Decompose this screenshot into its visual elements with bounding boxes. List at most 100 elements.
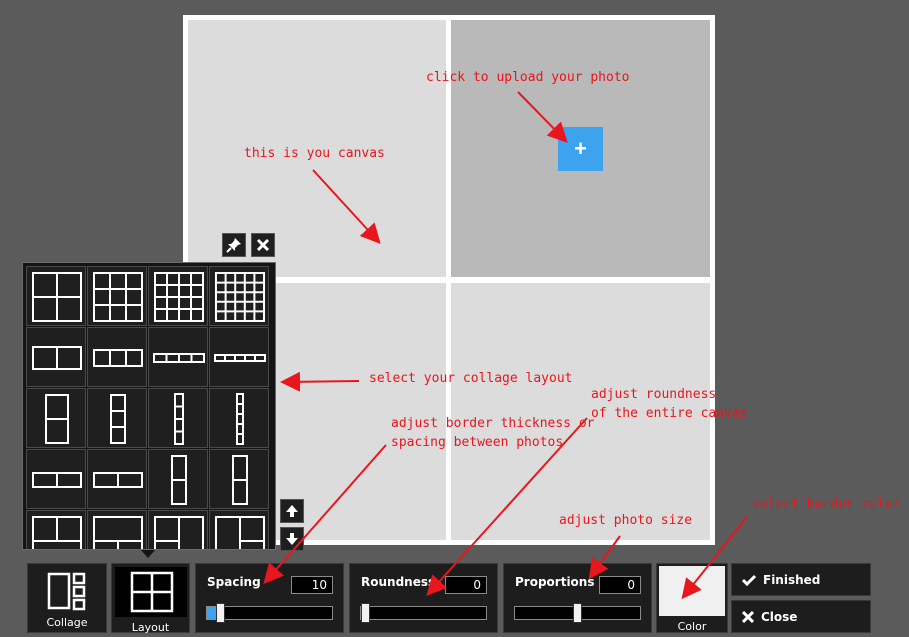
spacing-label: Spacing: [207, 575, 261, 589]
plus-icon: +: [574, 136, 587, 161]
layout-wide-2-icon: [32, 472, 82, 488]
layout-right-2-icon: [215, 516, 265, 549]
annotation-canvas: this is you canvas: [244, 146, 385, 161]
arrow-canvas: [312, 169, 381, 244]
arrow-color: [681, 516, 748, 600]
layout-1x2-option[interactable]: [26, 388, 86, 448]
arrow-spacing: [263, 444, 387, 584]
layout-panel: [22, 262, 276, 550]
spacing-value[interactable]: 10: [291, 576, 333, 594]
proportions-label: Proportions: [515, 575, 595, 589]
layout-1x4-option[interactable]: [148, 388, 208, 448]
layout-grid-icon: [130, 571, 174, 613]
layout-1x3-icon: [110, 394, 126, 444]
toolbar: Collage Layout Spacing 10 Roundness 0 Pr…: [0, 559, 909, 637]
layout-top-1-option[interactable]: [87, 510, 147, 549]
arrow-up-icon: [286, 505, 298, 517]
layout-5x1-icon: [214, 354, 266, 362]
layout-3x3-option[interactable]: [87, 266, 147, 326]
spacing-slider-fill: [207, 607, 218, 619]
layout-4x1-icon: [153, 353, 205, 363]
layout-wide-2b-option[interactable]: [87, 449, 147, 509]
layout-5x1-option[interactable]: [209, 327, 269, 387]
annotation-proportions: adjust photo size: [559, 513, 693, 528]
layout-5x5-icon: [215, 272, 265, 322]
layout-4x4-option[interactable]: [148, 266, 208, 326]
annotation-roundness-1: adjust roundness: [591, 387, 717, 402]
finished-label: Finished: [763, 572, 821, 587]
proportions-slider[interactable]: [514, 603, 641, 623]
roundness-value[interactable]: 0: [445, 576, 487, 594]
spacing-slider[interactable]: [206, 603, 333, 623]
collage-label: Collage: [46, 616, 88, 629]
photo-cell-4[interactable]: [451, 283, 710, 540]
proportions-slider-thumb[interactable]: [573, 603, 582, 623]
collage-tool-button[interactable]: Collage: [27, 563, 107, 633]
layout-tool-preview: [115, 567, 187, 617]
layout-2x2-icon: [32, 272, 82, 322]
layout-1x5-icon: [236, 393, 244, 445]
pin-icon: [226, 238, 241, 253]
layout-top-1-icon: [93, 516, 143, 549]
collage-canvas: [183, 15, 715, 545]
layout-right-2-option[interactable]: [209, 510, 269, 549]
layout-top-2-option[interactable]: [26, 510, 86, 549]
annotation-layout: select your collage layout: [369, 371, 573, 386]
layout-1x3-option[interactable]: [87, 388, 147, 448]
annotation-spacing-2: spacing between photos: [391, 435, 564, 450]
annotation-color: select border color: [752, 497, 901, 512]
color-label: Color: [677, 620, 707, 633]
layout-2x1-icon: [32, 346, 82, 370]
proportions-control: Proportions 0: [503, 563, 652, 633]
arrow-upload: [517, 91, 568, 143]
layout-tool-button[interactable]: Layout: [111, 563, 190, 634]
roundness-control: Roundness 0: [349, 563, 498, 633]
layout-wide-2b-icon: [93, 472, 143, 488]
roundness-slider-thumb[interactable]: [361, 603, 370, 623]
layout-4x1-option[interactable]: [148, 327, 208, 387]
annotation-roundness-2: of the entire canvas: [591, 406, 748, 421]
arrow-proportions: [588, 535, 621, 580]
layout-1x2-icon: [45, 394, 69, 444]
spacing-control: Spacing 10: [195, 563, 344, 633]
layout-left-2-option[interactable]: [148, 510, 208, 549]
close-icon: [256, 238, 270, 252]
layout-tall-2b-icon: [232, 455, 248, 505]
arrow-down-icon: [286, 533, 298, 545]
close-button[interactable]: Close: [731, 600, 871, 633]
layout-tall-2-option[interactable]: [148, 449, 208, 509]
proportions-value[interactable]: 0: [599, 576, 641, 594]
close-icon: [742, 610, 754, 623]
layout-3x3-icon: [93, 272, 143, 322]
roundness-slider[interactable]: [360, 603, 487, 623]
layout-4x4-icon: [154, 272, 204, 322]
arrow-roundness: [426, 417, 588, 596]
scroll-up-button[interactable]: [280, 499, 304, 523]
spacing-slider-thumb[interactable]: [216, 603, 225, 623]
layout-wide-2-option[interactable]: [26, 449, 86, 509]
roundness-label: Roundness: [361, 575, 436, 589]
arrow-layout: [280, 371, 360, 392]
layout-5x5-option[interactable]: [209, 266, 269, 326]
layout-3x1-icon: [93, 349, 143, 367]
finished-button[interactable]: Finished: [731, 563, 871, 596]
layout-left-2-icon: [154, 516, 204, 549]
layout-1x5-option[interactable]: [209, 388, 269, 448]
layout-tall-2b-option[interactable]: [209, 449, 269, 509]
layout-label: Layout: [131, 621, 170, 634]
close-label: Close: [761, 609, 798, 624]
layout-2x1-option[interactable]: [26, 327, 86, 387]
close-panel-button[interactable]: [251, 233, 275, 257]
scroll-down-button[interactable]: [280, 527, 304, 551]
check-icon: [742, 574, 756, 586]
collage-icon: [47, 572, 86, 611]
layout-panel-pointer: [141, 550, 155, 558]
layout-tall-2-icon: [171, 455, 187, 505]
layout-3x1-option[interactable]: [87, 327, 147, 387]
layout-2x2-option[interactable]: [26, 266, 86, 326]
layout-top-2-icon: [32, 516, 82, 549]
annotation-spacing-1: adjust border thickness or: [391, 416, 595, 431]
pin-button[interactable]: [222, 233, 246, 257]
annotation-upload: click to upload your photo: [426, 70, 630, 85]
